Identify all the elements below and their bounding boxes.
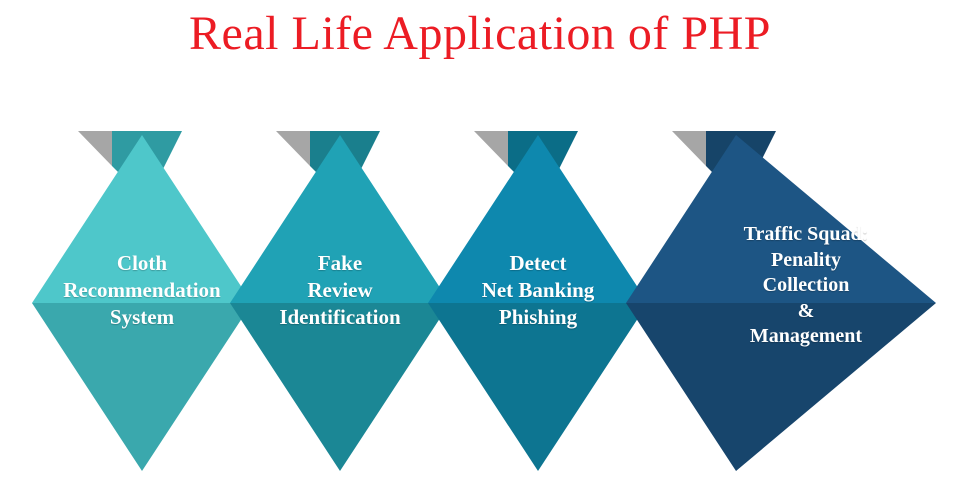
node-1-top-half: [32, 135, 252, 303]
page-title: Real Life Application of PHP: [189, 7, 771, 60]
node-2-bottom-half: [230, 303, 450, 471]
node-4-extension-top-half: [736, 135, 936, 303]
diamond-node-1[interactable]: [32, 131, 252, 471]
diamond-node-2[interactable]: [230, 131, 450, 471]
diamond-node-3[interactable]: [428, 131, 648, 471]
node-3-top-half: [428, 135, 648, 303]
node-4-extension-bottom-half: [736, 303, 936, 471]
node-1-bottom-half: [32, 303, 252, 471]
node-3-bottom-half: [428, 303, 648, 471]
node-2-top-half: [230, 135, 450, 303]
diamond-node-4-extension: [736, 135, 936, 471]
